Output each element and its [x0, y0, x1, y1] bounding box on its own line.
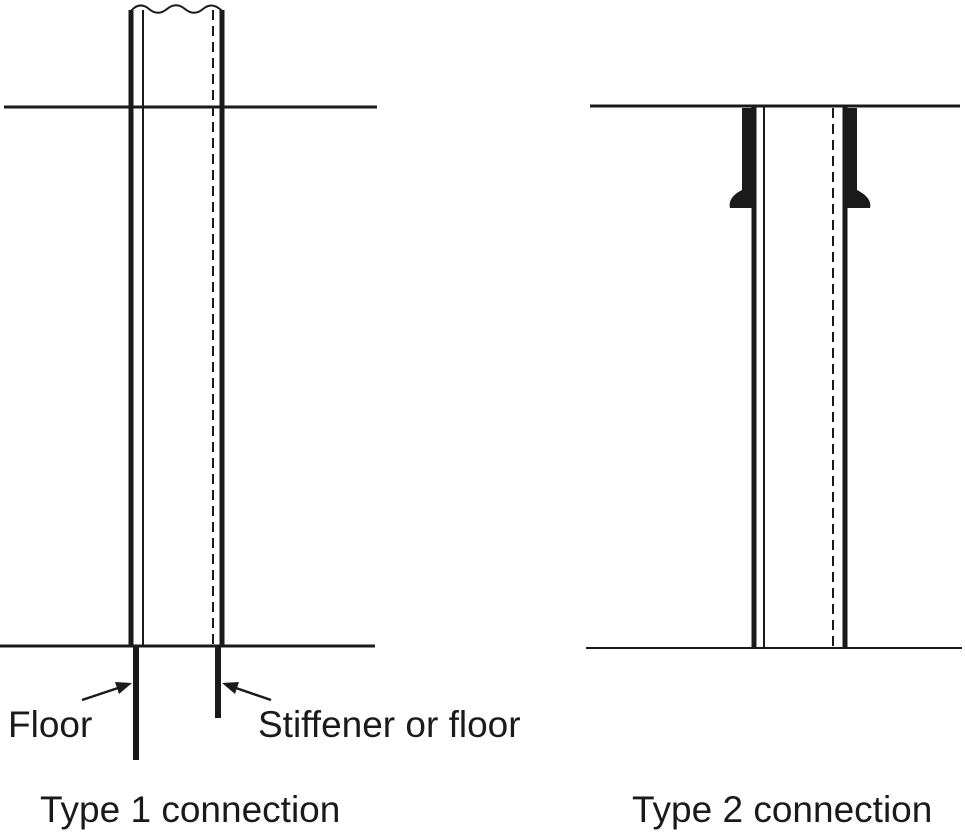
- floor-leader-arrow: [81, 682, 132, 702]
- type1-caption: Type 1 connection: [40, 789, 341, 830]
- type1-break-line: [130, 4, 223, 14]
- type2-left-weld: [729, 108, 752, 208]
- type1-connection: [0, 4, 377, 760]
- type2-connection: [586, 104, 962, 649]
- type2-caption: Type 2 connection: [632, 789, 933, 830]
- stiffener-label: Stiffener or floor: [258, 704, 521, 745]
- stiffener-leader-arrow: [222, 682, 272, 702]
- floor-label: Floor: [8, 704, 93, 745]
- type2-right-weld: [847, 108, 871, 208]
